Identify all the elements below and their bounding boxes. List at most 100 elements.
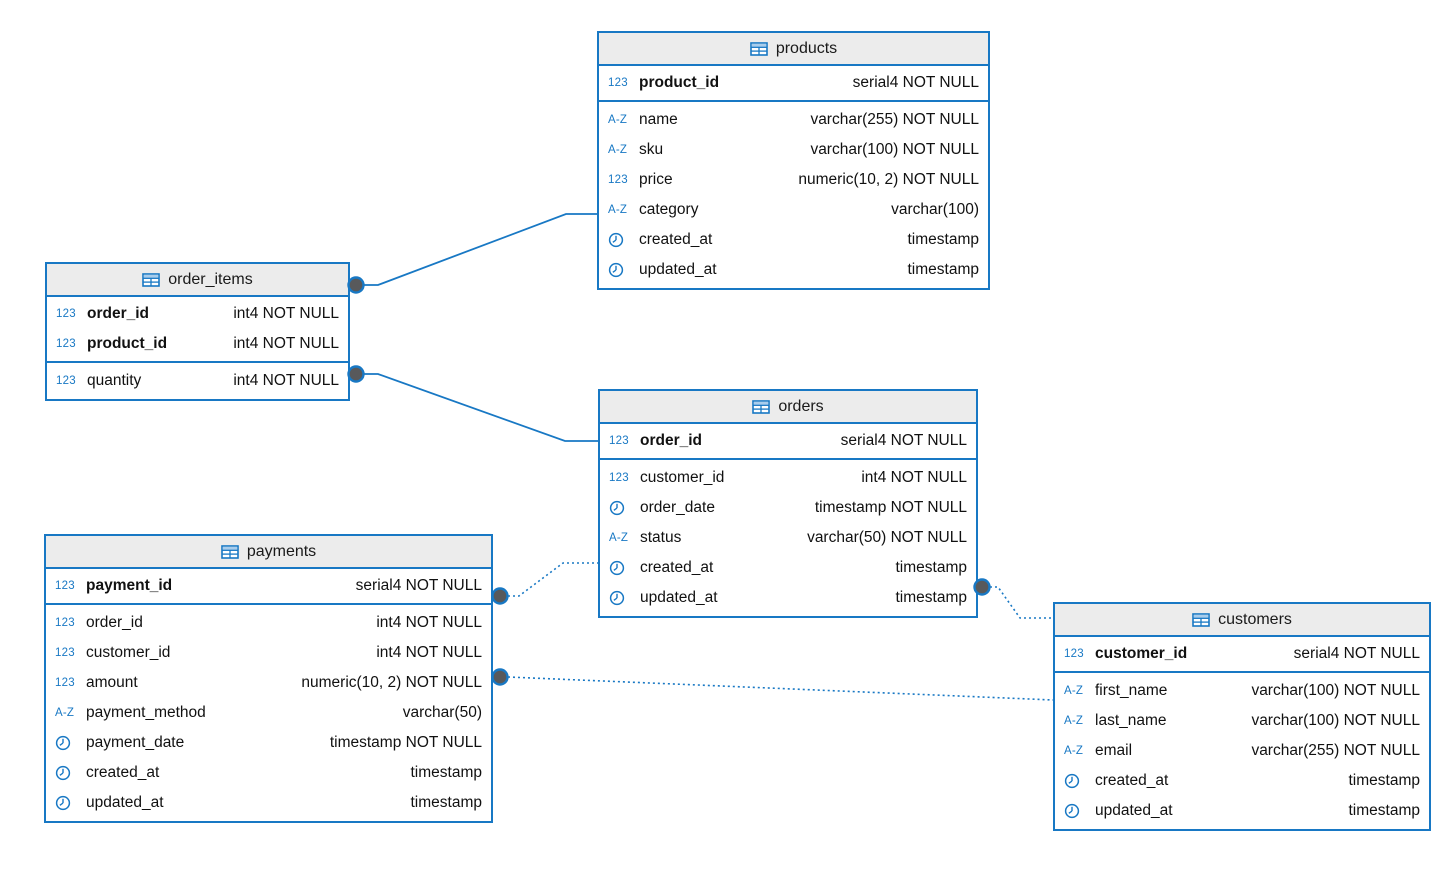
column-type: varchar(100) NOT NULL xyxy=(1251,682,1420,699)
table-icon xyxy=(752,399,771,414)
column-row[interactable]: 123 order_id serial4 NOT NULL xyxy=(600,426,976,456)
column-type: numeric(10, 2) NOT NULL xyxy=(301,674,482,691)
text-icon: A-Z xyxy=(1064,685,1084,697)
column-type: timestamp xyxy=(895,589,968,606)
datetime-icon xyxy=(608,262,639,278)
datetime-icon xyxy=(609,560,640,576)
table-customers[interactable]: customers 123 customer_id serial4 NOT NU… xyxy=(1053,602,1431,831)
table-title: products xyxy=(775,39,838,57)
relationship-line-payments-customers[interactable] xyxy=(507,676,1054,701)
columns-section: 123 customer_id int4 NOT NULL order_date… xyxy=(600,460,976,616)
primary-key-section: 123 order_id int4 NOT NULL 123 product_i… xyxy=(47,297,348,363)
table-orders[interactable]: orders 123 order_id serial4 NOT NULL 123… xyxy=(598,389,978,618)
numeric-icon: 123 xyxy=(608,174,628,186)
column-row[interactable]: created_at timestamp xyxy=(46,758,491,788)
column-row[interactable]: order_date timestamp NOT NULL xyxy=(600,493,976,523)
text-icon: A-Z xyxy=(1064,715,1084,727)
relationship-line-order_items-products[interactable] xyxy=(364,213,597,286)
text-icon: A-Z xyxy=(608,114,628,126)
table-products[interactable]: products 123 product_id serial4 NOT NULL… xyxy=(597,31,990,290)
column-row[interactable]: created_at timestamp xyxy=(600,553,976,583)
column-row[interactable]: updated_at timestamp xyxy=(1055,796,1429,826)
datetime-icon xyxy=(1064,803,1095,819)
column-row[interactable]: A-Z email varchar(255) NOT NULL xyxy=(1055,736,1429,766)
column-type: timestamp xyxy=(410,794,483,811)
datetime-icon xyxy=(55,795,86,811)
column-type: timestamp xyxy=(895,559,968,576)
table-title: orders xyxy=(778,397,824,415)
table-header[interactable]: orders xyxy=(600,391,976,424)
column-row[interactable]: 123 product_id int4 NOT NULL xyxy=(47,329,348,359)
table-header[interactable]: customers xyxy=(1055,604,1429,637)
column-name: customer_id xyxy=(86,644,171,661)
columns-section: A-Z first_name varchar(100) NOT NULL A-Z… xyxy=(1055,673,1429,829)
column-name: name xyxy=(639,111,678,128)
column-row[interactable]: 123 customer_id int4 NOT NULL xyxy=(46,638,491,668)
column-row[interactable]: A-Z name varchar(255) NOT NULL xyxy=(599,105,988,135)
relationship-line-orders-customers[interactable] xyxy=(990,586,1053,619)
table-order_items[interactable]: order_items 123 order_id int4 NOT NULL 1… xyxy=(45,262,350,401)
column-type: serial4 NOT NULL xyxy=(355,577,482,594)
text-icon: A-Z xyxy=(1064,745,1084,757)
column-name: order_id xyxy=(640,432,703,449)
table-header[interactable]: order_items xyxy=(47,264,348,297)
column-row[interactable]: 123 amount numeric(10, 2) NOT NULL xyxy=(46,668,491,698)
column-type: serial4 NOT NULL xyxy=(840,432,967,449)
column-row[interactable]: A-Z category varchar(100) xyxy=(599,195,988,225)
column-row[interactable]: A-Z first_name varchar(100) NOT NULL xyxy=(1055,676,1429,706)
column-type: int4 NOT NULL xyxy=(861,469,967,486)
column-name: created_at xyxy=(640,559,714,576)
column-name: updated_at xyxy=(1095,802,1173,819)
column-row[interactable]: 123 payment_id serial4 NOT NULL xyxy=(46,571,491,601)
numeric-icon: 123 xyxy=(56,375,76,387)
column-row[interactable]: 123 customer_id serial4 NOT NULL xyxy=(1055,639,1429,669)
column-row[interactable]: updated_at timestamp xyxy=(46,788,491,818)
table-header[interactable]: products xyxy=(599,33,988,66)
numeric-icon: 123 xyxy=(55,580,75,592)
column-row[interactable]: 123 order_id int4 NOT NULL xyxy=(46,608,491,638)
datetime-icon xyxy=(1064,773,1095,789)
table-payments[interactable]: payments 123 payment_id serial4 NOT NULL… xyxy=(44,534,493,823)
table-header[interactable]: payments xyxy=(46,536,491,569)
column-type: int4 NOT NULL xyxy=(233,305,339,322)
column-row[interactable]: 123 order_id int4 NOT NULL xyxy=(47,299,348,329)
table-icon xyxy=(221,544,239,559)
column-type: varchar(255) NOT NULL xyxy=(1251,742,1420,759)
column-type: int4 NOT NULL xyxy=(376,644,482,661)
column-row[interactable]: 123 quantity int4 NOT NULL xyxy=(47,366,348,396)
column-name: status xyxy=(640,529,682,546)
datetime-icon xyxy=(55,765,86,781)
column-row[interactable]: updated_at timestamp xyxy=(599,255,988,285)
column-row[interactable]: A-Z status varchar(50) NOT NULL xyxy=(600,523,976,553)
column-type: varchar(255) NOT NULL xyxy=(810,111,979,128)
column-name: first_name xyxy=(1095,682,1168,699)
numeric-icon: 123 xyxy=(55,677,75,689)
column-type: varchar(100) NOT NULL xyxy=(1251,712,1420,729)
column-row[interactable]: created_at timestamp xyxy=(599,225,988,255)
column-row[interactable]: A-Z payment_method varchar(50) xyxy=(46,698,491,728)
columns-section: 123 order_id int4 NOT NULL 123 customer_… xyxy=(46,605,491,821)
column-row[interactable]: 123 customer_id int4 NOT NULL xyxy=(600,463,976,493)
relationship-line-payments-orders[interactable] xyxy=(508,562,598,597)
column-row[interactable]: payment_date timestamp NOT NULL xyxy=(46,728,491,758)
column-row[interactable]: 123 product_id serial4 NOT NULL xyxy=(599,68,988,98)
relationship-line-order_items-orders[interactable] xyxy=(364,373,598,442)
column-name: price xyxy=(639,171,673,188)
primary-key-section: 123 customer_id serial4 NOT NULL xyxy=(1055,637,1429,673)
column-type: int4 NOT NULL xyxy=(233,335,339,352)
column-name: created_at xyxy=(1095,772,1169,789)
column-name: product_id xyxy=(639,74,720,91)
numeric-icon: 123 xyxy=(56,338,76,350)
column-row[interactable]: 123 price numeric(10, 2) NOT NULL xyxy=(599,165,988,195)
column-type: serial4 NOT NULL xyxy=(852,74,979,91)
column-name: order_id xyxy=(87,305,150,322)
numeric-icon: 123 xyxy=(55,617,75,629)
table-icon xyxy=(1192,612,1210,627)
column-row[interactable]: updated_at timestamp xyxy=(600,583,976,613)
column-row[interactable]: A-Z last_name varchar(100) NOT NULL xyxy=(1055,706,1429,736)
column-type: timestamp xyxy=(907,231,980,248)
column-row[interactable]: created_at timestamp xyxy=(1055,766,1429,796)
column-type: varchar(50) xyxy=(402,704,482,721)
column-row[interactable]: A-Z sku varchar(100) NOT NULL xyxy=(599,135,988,165)
